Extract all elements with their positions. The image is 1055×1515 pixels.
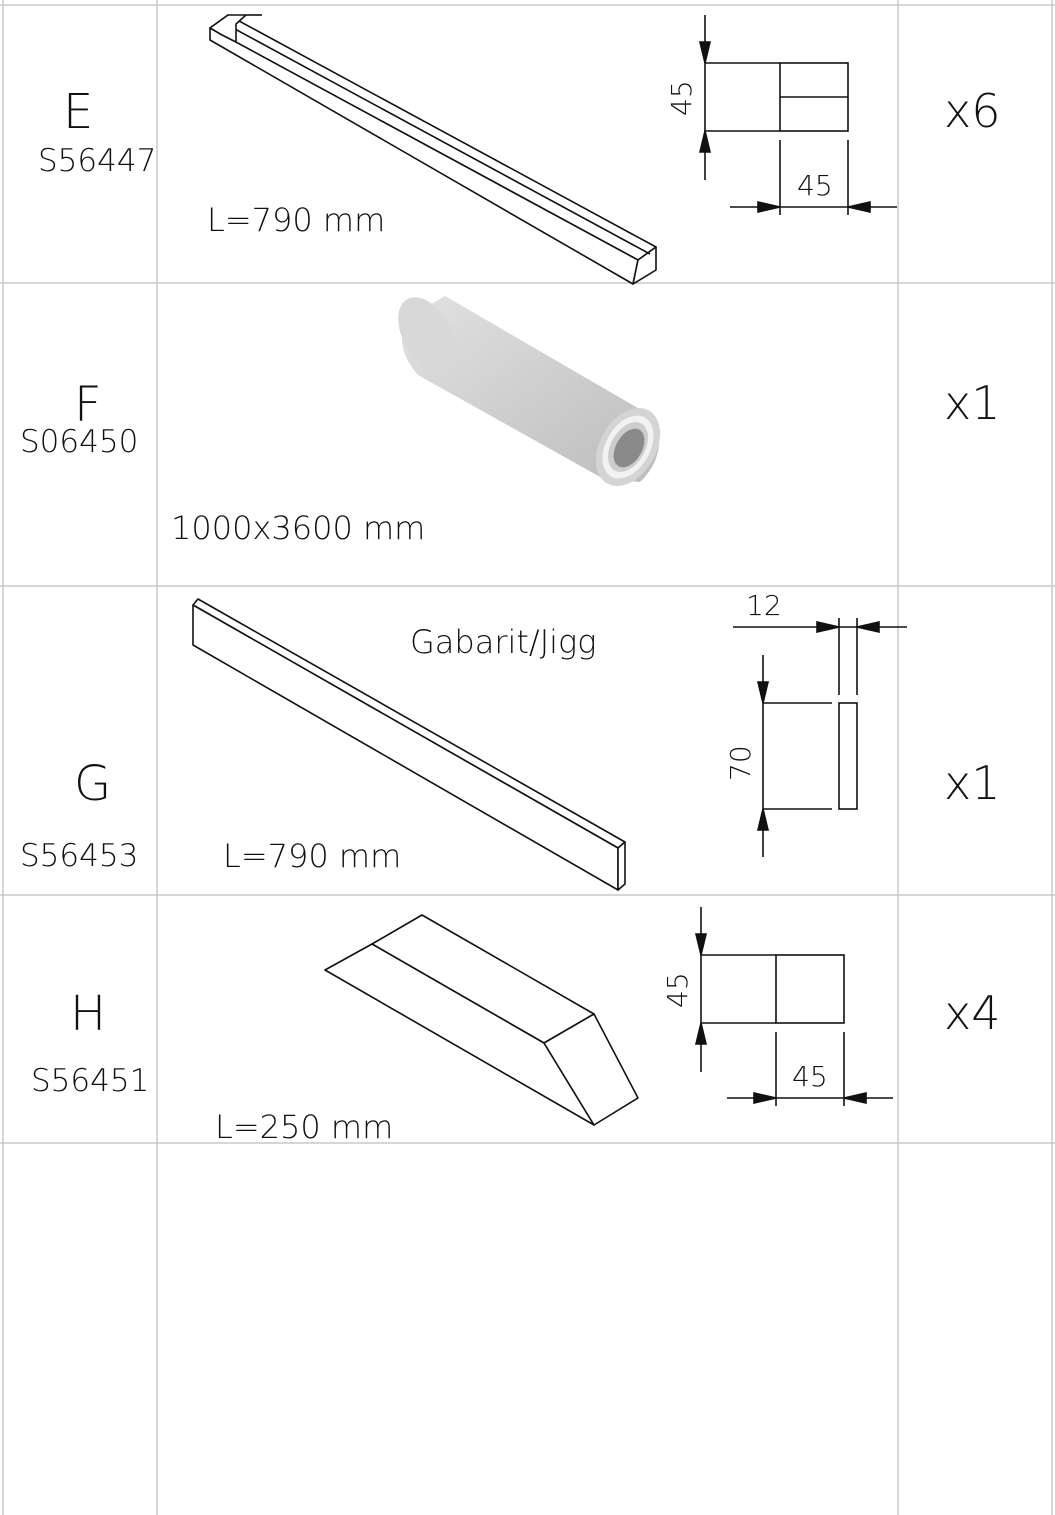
part-quantity: x4 <box>944 986 1001 1040</box>
length-label: L=790 mm <box>207 201 386 239</box>
part-code: S06450 <box>20 424 139 460</box>
part-quantity: x1 <box>944 756 1001 810</box>
dimension-thickness: 12 <box>746 589 782 622</box>
dimension-width: 45 <box>792 1060 828 1093</box>
length-label: L=790 mm <box>223 837 402 875</box>
part-title: Gabarit/Jigg <box>410 623 597 661</box>
part-code: S56453 <box>20 838 139 874</box>
part-letter: F <box>74 377 102 433</box>
part-quantity: x1 <box>944 376 1001 430</box>
part-letter: G <box>74 756 112 812</box>
size-label: 1000x3600 mm <box>171 509 426 547</box>
length-label: L=250 mm <box>215 1108 394 1146</box>
part-quantity: x6 <box>944 84 1001 138</box>
dimension-height: 45 <box>661 972 694 1008</box>
dimension-width: 45 <box>797 169 833 202</box>
empty-row <box>3 1143 1052 1515</box>
part-letter: E <box>63 84 94 140</box>
part-letter: H <box>70 986 107 1042</box>
part-code: S56447 <box>38 143 157 179</box>
part-code: S56451 <box>31 1063 150 1099</box>
